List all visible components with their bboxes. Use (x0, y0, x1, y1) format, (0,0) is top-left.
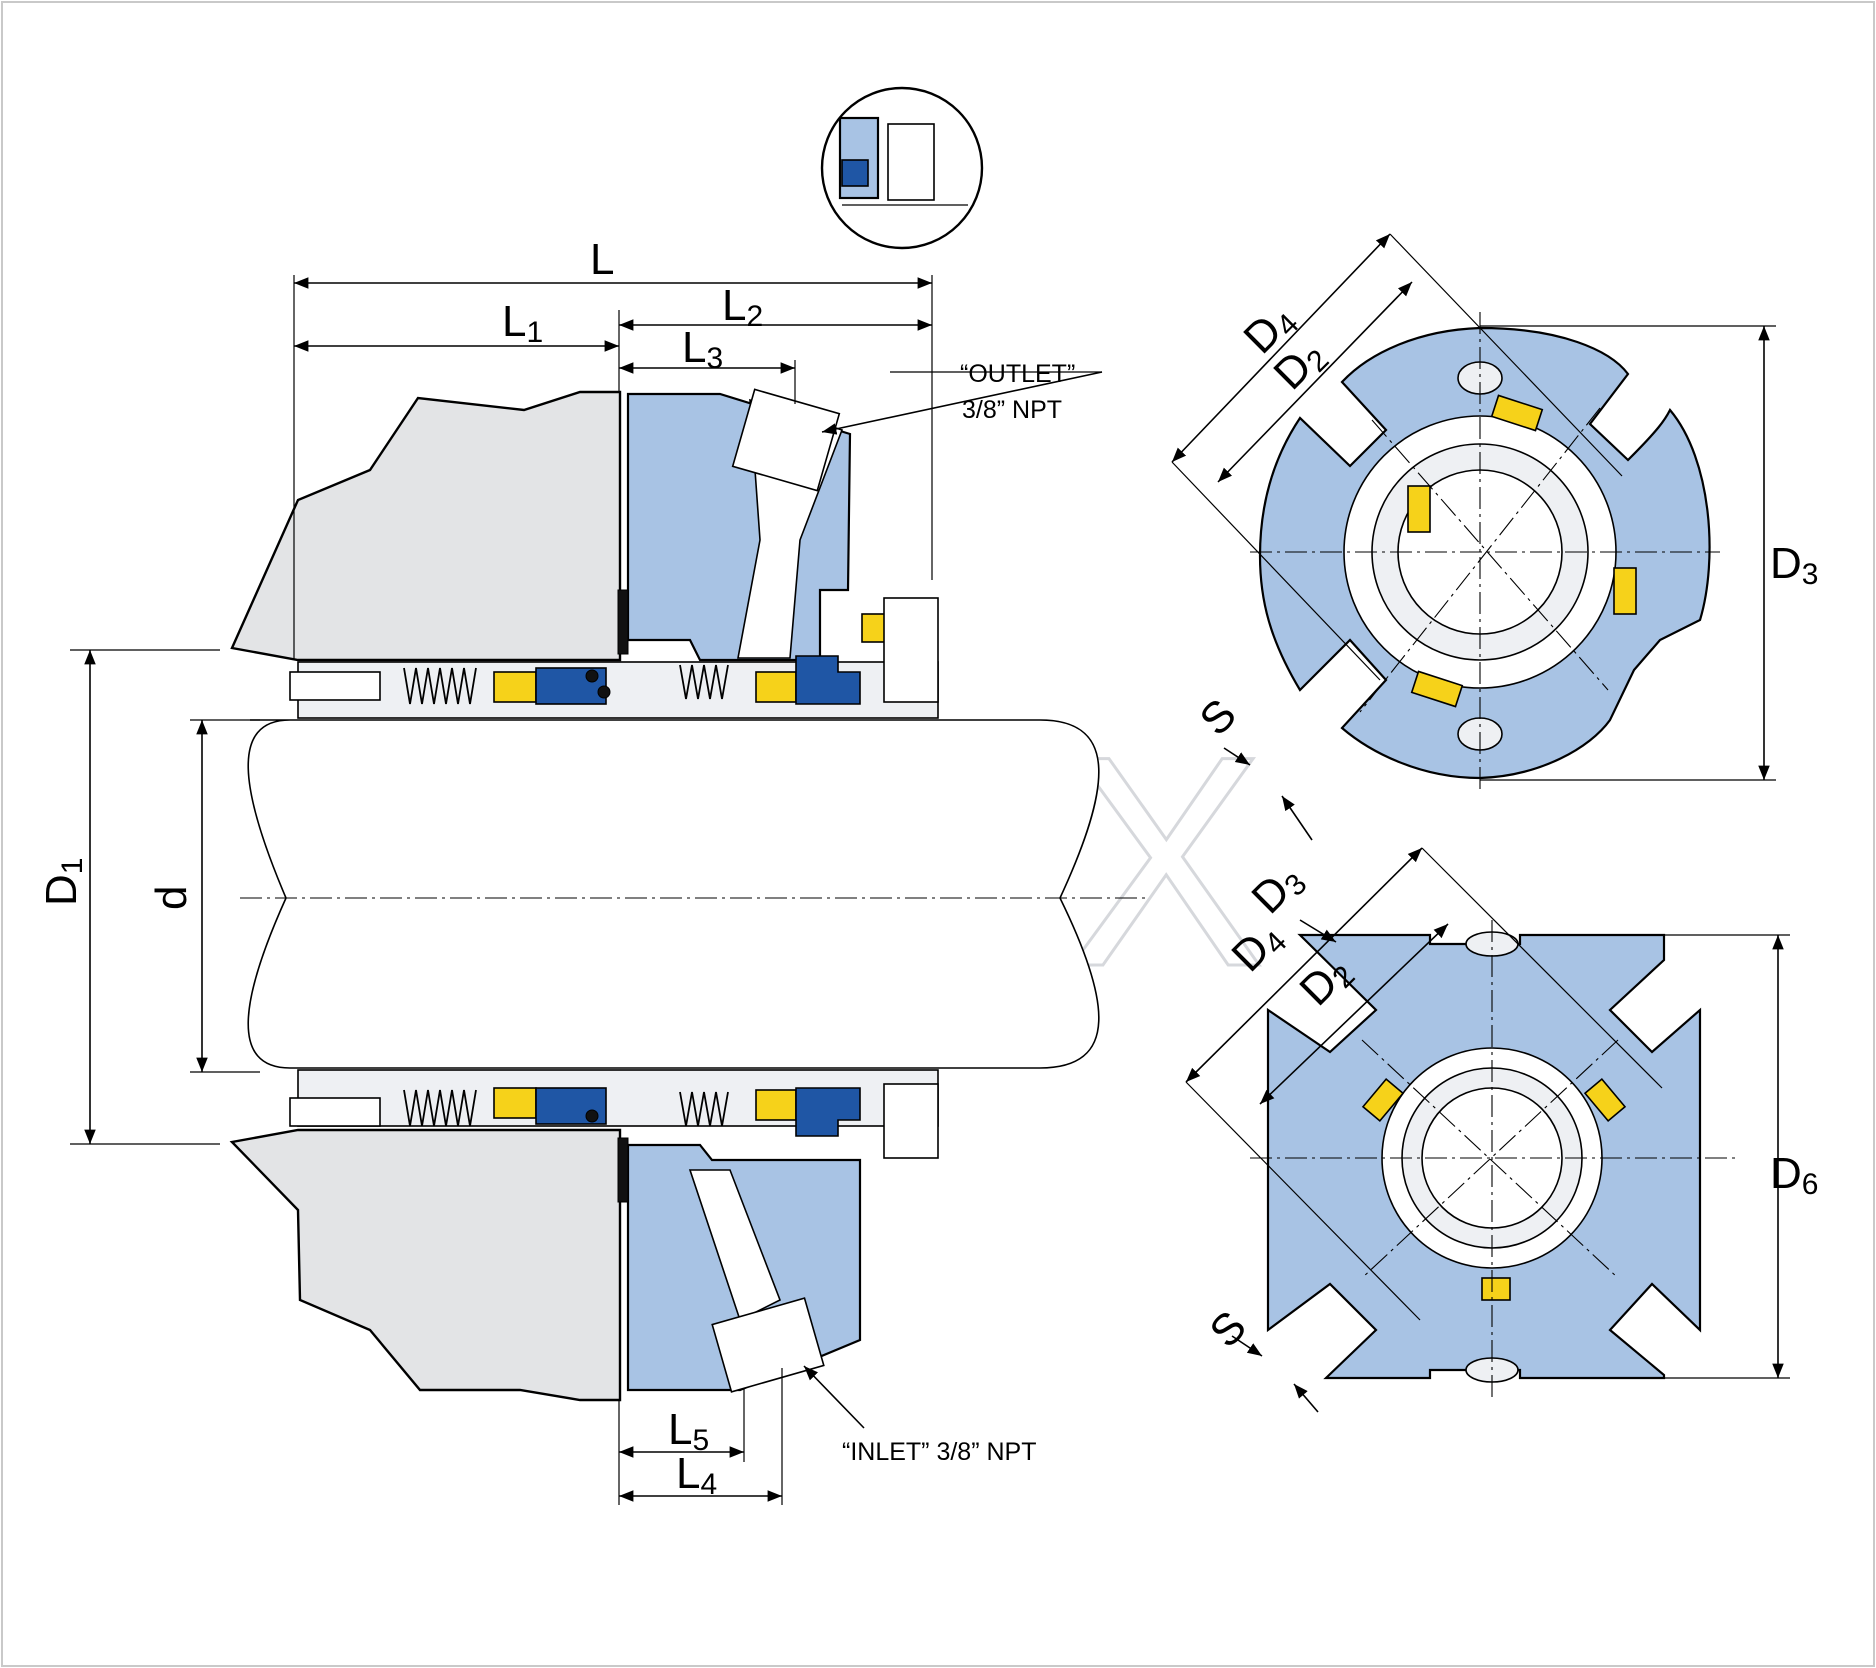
end-view-round (1250, 312, 1720, 790)
set-screw-upper (289, 671, 381, 701)
seal-face-lower-right (795, 1087, 861, 1137)
seal-assembly-upper (289, 589, 939, 719)
drive-pin-lower-left (493, 1087, 537, 1119)
outlet-note-line2: 3/8” NPT (962, 396, 1062, 424)
inlet-port-bore (711, 1297, 825, 1393)
cap-screw-upper (883, 597, 939, 703)
gland-plate (626, 388, 862, 1393)
label-d: d (147, 886, 196, 910)
o-ring-lower-1 (585, 1109, 599, 1123)
drive-pin-lower-right (755, 1089, 797, 1121)
dimensions-round (1171, 233, 1776, 841)
housing-upper (230, 390, 622, 662)
outlet-port-bore (731, 388, 841, 492)
port-notes: “OUTLET” 3/8” NPT “INLET” 3/8” NPT (842, 360, 1075, 1466)
o-ring-upper-2 (597, 685, 611, 699)
cap-screw-lower (883, 1083, 939, 1159)
drive-pin-upper-right (755, 671, 797, 703)
housing-lower (229, 1128, 622, 1402)
set-screw-lower (289, 1097, 381, 1127)
gasket-upper (617, 589, 629, 655)
label-L5: L5 (668, 1405, 709, 1457)
outlet-note-line1: “OUTLET” (960, 360, 1075, 388)
seal-face-upper-right (795, 655, 861, 705)
shaft (247, 719, 1100, 1069)
gasket-lower (617, 1137, 629, 1203)
label-L: L (590, 235, 614, 284)
inlet-note: “INLET” 3/8” NPT (842, 1438, 1036, 1466)
label-D6: D6 (1770, 1149, 1818, 1201)
spring-pack-lower-left (403, 1089, 477, 1127)
label-L1: L1 (502, 297, 543, 349)
label-Sb: S (1200, 1302, 1255, 1357)
drive-pin-upper-left (493, 671, 537, 703)
spring-pack-upper-right (679, 664, 729, 700)
spring-pack-lower-right (679, 1091, 729, 1127)
detail-view (820, 86, 984, 250)
dimensions-square (1185, 847, 1790, 1413)
label-L4: L4 (676, 1449, 717, 1501)
seal-assembly-lower (289, 1069, 939, 1203)
o-ring-upper-1 (585, 669, 599, 683)
label-D1: D1 (37, 858, 89, 906)
spring-pack-upper-left (403, 667, 477, 705)
housing-section (229, 390, 622, 1402)
label-L3: L3 (682, 323, 723, 375)
label-D3: D3 (1770, 539, 1818, 591)
dimensions-section (70, 275, 1103, 1505)
inlet-port-passage (688, 1169, 782, 1322)
label-L2: L2 (722, 281, 763, 333)
